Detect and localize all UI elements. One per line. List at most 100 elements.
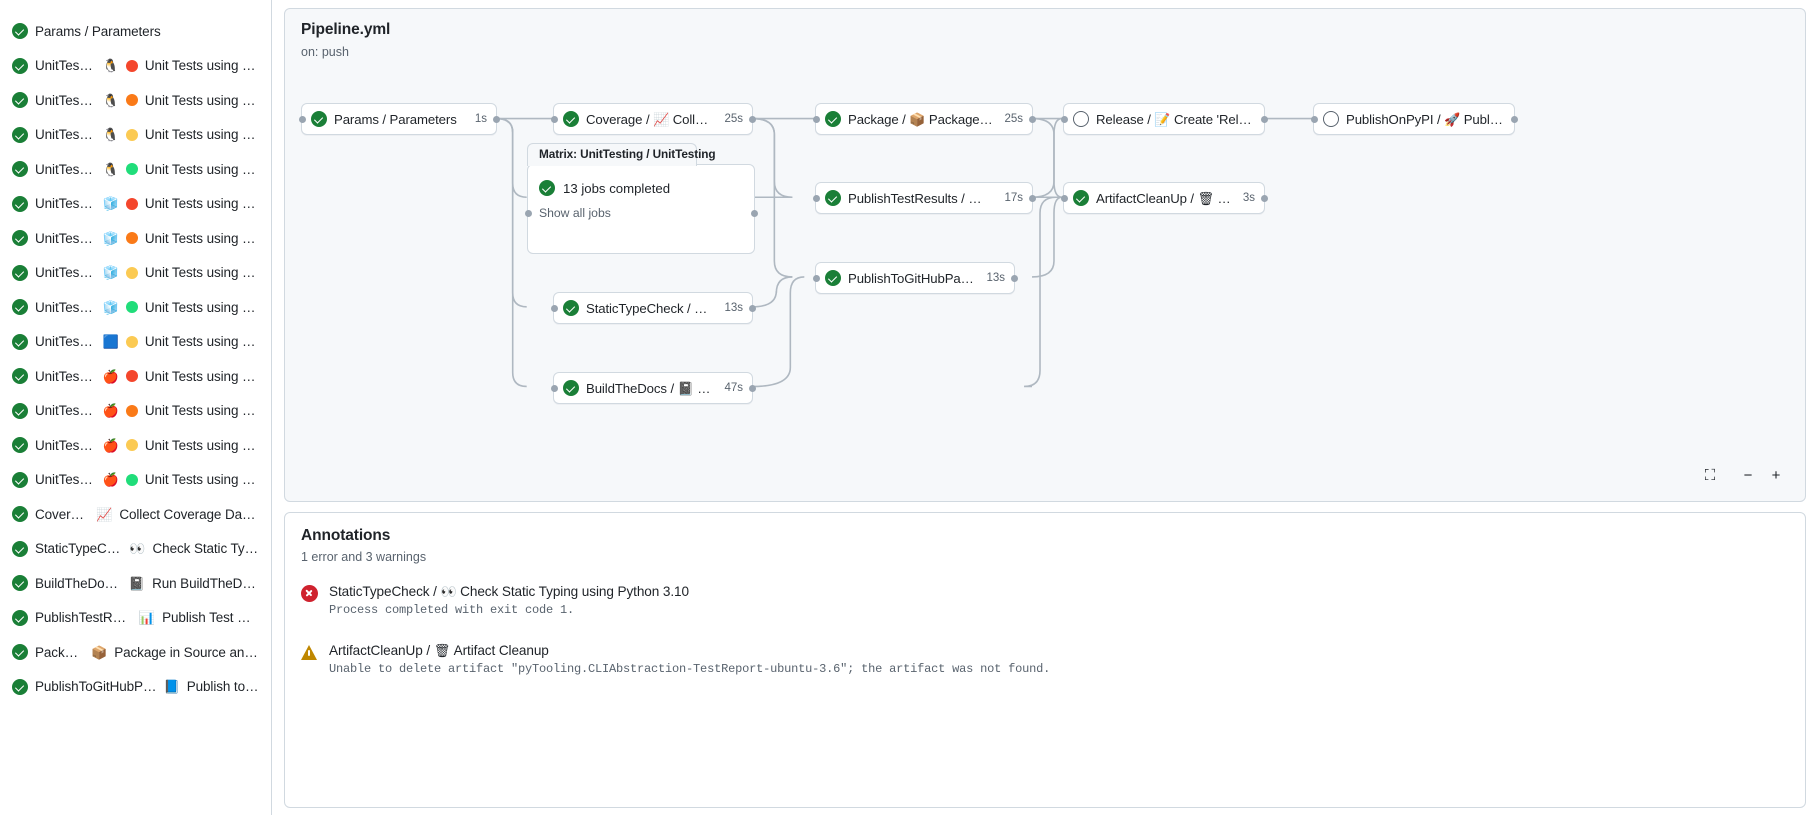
graph-node-statictype[interactable]: StaticTypeCheck / 👀 Chec…13s bbox=[553, 292, 753, 324]
show-all-jobs-link[interactable]: Show all jobs bbox=[539, 206, 670, 220]
graph-node-params[interactable]: Params / Parameters1s bbox=[301, 103, 497, 135]
job-emoji-icon: 📈 bbox=[96, 508, 112, 521]
job-emoji-icon: 📦 bbox=[91, 646, 107, 659]
job-emoji-icon: 🧊 bbox=[103, 197, 119, 210]
graph-node-duration: 13s bbox=[986, 272, 1005, 284]
graph-node-ghpages[interactable]: PublishToGitHubPages / 📘 …13s bbox=[815, 262, 1015, 294]
jobs-sidebar: Params / ParametersUnitTesting / 🐧Unit T… bbox=[0, 0, 272, 815]
zoom-in-button[interactable]: + bbox=[1763, 463, 1789, 487]
node-port-right bbox=[1261, 195, 1268, 202]
node-port-right bbox=[1029, 195, 1036, 202]
sidebar-job-step-label: Package in Source and Wh… bbox=[114, 645, 259, 660]
job-emoji-icon: 🍎 bbox=[103, 370, 119, 383]
workflow-graph-card: Pipeline.yml on: push bbox=[284, 8, 1806, 502]
sidebar-job-item[interactable]: StaticTypeCheck / 👀Check Static Typing… bbox=[4, 532, 267, 567]
job-emoji-icon: 📓 bbox=[129, 577, 145, 590]
success-icon bbox=[12, 23, 28, 39]
job-emoji-icon: 🚀 bbox=[1444, 112, 1464, 127]
python-version-dot-icon bbox=[126, 474, 138, 486]
node-port-right bbox=[1029, 116, 1036, 123]
sidebar-job-item[interactable]: UnitTesting / 🐧Unit Tests using Pyth… bbox=[4, 83, 267, 118]
matrix-port-right bbox=[751, 210, 758, 217]
node-port-left bbox=[1061, 116, 1068, 123]
job-emoji-icon: 🍎 bbox=[103, 473, 119, 486]
sidebar-job-label: UnitTesting / bbox=[35, 162, 96, 177]
fit-to-screen-button[interactable]: ⛶ bbox=[1697, 463, 1723, 487]
graph-node-step-label: Publish to … bbox=[1464, 112, 1505, 127]
graph-node-step-label: Package in So… bbox=[929, 112, 994, 127]
success-icon bbox=[563, 111, 579, 127]
node-port-right bbox=[749, 305, 756, 312]
graph-node-package[interactable]: Package / 📦 Package in So…25s bbox=[815, 103, 1033, 135]
annotation-row[interactable]: ArtifactCleanUp / 🗑 Artifact CleanupUnab… bbox=[301, 643, 1789, 676]
matrix-jobs-row[interactable]: 13 jobs completed bbox=[539, 180, 670, 196]
graph-node-testresults[interactable]: PublishTestResults / 📊 Pu…17s bbox=[815, 182, 1033, 214]
success-icon bbox=[12, 92, 28, 108]
sidebar-job-item[interactable]: UnitTesting / 🐧Unit Tests using Pyth… bbox=[4, 49, 267, 84]
graph-node-coverage[interactable]: Coverage / 📈 Collect Cove…25s bbox=[553, 103, 753, 135]
graph-node-builddocs[interactable]: BuildTheDocs / 📓 Run Buil…47s bbox=[553, 372, 753, 404]
annotation-row[interactable]: StaticTypeCheck / 👀 Check Static Typing … bbox=[301, 584, 1789, 617]
graph-node-duration: 3s bbox=[1243, 192, 1255, 204]
graph-node-cleanup[interactable]: ArtifactCleanUp / 🗑 Artifac…3s bbox=[1063, 182, 1265, 214]
warning-icon bbox=[301, 644, 318, 661]
job-emoji-icon: 📘 bbox=[164, 680, 180, 693]
job-emoji-icon: 🧊 bbox=[103, 266, 119, 279]
sidebar-job-item[interactable]: UnitTesting / 🟦Unit Tests using Pyth… bbox=[4, 325, 267, 360]
python-version-dot-icon bbox=[126, 198, 138, 210]
python-version-dot-icon bbox=[126, 301, 138, 313]
sidebar-job-label: UnitTesting / bbox=[35, 472, 96, 487]
sidebar-job-item[interactable]: PublishToGitHubPages / 📘Publish to G… bbox=[4, 670, 267, 705]
sidebar-job-item[interactable]: Package / 📦Package in Source and Wh… bbox=[4, 635, 267, 670]
graph-node-release[interactable]: Release / 📝 Create 'Release P… bbox=[1063, 103, 1265, 135]
node-port-left bbox=[551, 305, 558, 312]
sidebar-job-item[interactable]: UnitTesting / 🧊Unit Tests using Pyth… bbox=[4, 187, 267, 222]
graph-node-duration: 25s bbox=[724, 113, 743, 125]
sidebar-job-item[interactable]: PublishTestResults / 📊Publish Test Resu… bbox=[4, 601, 267, 636]
sidebar-job-step-label: Publish Test Resu… bbox=[162, 610, 259, 625]
success-icon bbox=[12, 334, 28, 350]
success-icon bbox=[539, 180, 555, 196]
success-icon bbox=[12, 575, 28, 591]
success-icon bbox=[12, 58, 28, 74]
sidebar-job-item[interactable]: UnitTesting / 🍎Unit Tests using Pyth… bbox=[4, 359, 267, 394]
sidebar-job-item[interactable]: UnitTesting / 🐧Unit Tests using Pyth… bbox=[4, 152, 267, 187]
sidebar-job-step-label: Unit Tests using Pyth… bbox=[145, 334, 259, 349]
python-version-dot-icon bbox=[126, 163, 138, 175]
sidebar-job-label: UnitTesting / bbox=[35, 300, 96, 315]
node-port-right bbox=[493, 116, 500, 123]
sidebar-job-item[interactable]: UnitTesting / 🧊Unit Tests using Pyth… bbox=[4, 256, 267, 291]
matrix-group-title: Matrix: UnitTesting / UnitTesting bbox=[539, 147, 716, 161]
node-port-right bbox=[1011, 275, 1018, 282]
node-port-left bbox=[813, 195, 820, 202]
success-icon bbox=[12, 161, 28, 177]
sidebar-job-item[interactable]: Coverage / 📈Collect Coverage Data usi… bbox=[4, 497, 267, 532]
annotation-body: StaticTypeCheck / 👀 Check Static Typing … bbox=[329, 584, 689, 617]
sidebar-job-item[interactable]: UnitTesting / 🍎Unit Tests using Pyth… bbox=[4, 428, 267, 463]
job-emoji-icon: 🗑 bbox=[1198, 191, 1231, 206]
sidebar-job-item[interactable]: UnitTesting / 🍎Unit Tests using Pyth… bbox=[4, 463, 267, 498]
sidebar-job-item[interactable]: UnitTesting / 🐧Unit Tests using Pyth… bbox=[4, 118, 267, 153]
annotation-step-name: Check Static Typing using Python 3.10 bbox=[460, 584, 689, 599]
graph-edges bbox=[285, 9, 1805, 501]
zoom-out-button[interactable]: − bbox=[1735, 463, 1761, 487]
job-emoji-icon: 🍎 bbox=[103, 404, 119, 417]
graph-node-label: PublishTestResults / 📊 Pu… bbox=[848, 191, 993, 206]
graph-node-duration: 13s bbox=[724, 302, 743, 314]
sidebar-job-item[interactable]: UnitTesting / 🧊Unit Tests using Pyth… bbox=[4, 290, 267, 325]
job-emoji-icon: 🟦 bbox=[103, 335, 119, 348]
sidebar-job-item[interactable]: BuildTheDocs / 📓Run BuildTheDocs bbox=[4, 566, 267, 601]
success-icon bbox=[12, 403, 28, 419]
job-emoji-icon: 📊 bbox=[139, 611, 155, 624]
matrix-group-unittesting[interactable]: Matrix: UnitTesting / UnitTesting 13 job… bbox=[527, 164, 755, 254]
sidebar-job-item[interactable]: UnitTesting / 🍎Unit Tests using Pyth… bbox=[4, 394, 267, 429]
graph-node-pypi[interactable]: PublishOnPyPI / 🚀 Publish to … bbox=[1313, 103, 1515, 135]
sidebar-job-label: Coverage / bbox=[35, 507, 89, 522]
graph-canvas[interactable]: Matrix: UnitTesting / UnitTesting 13 job… bbox=[285, 9, 1805, 501]
annotation-job-label: ArtifactCleanUp / bbox=[329, 643, 434, 658]
sidebar-job-item[interactable]: Params / Parameters bbox=[4, 14, 267, 49]
sidebar-job-label: UnitTesting / bbox=[35, 93, 96, 108]
sidebar-job-item[interactable]: UnitTesting / 🧊Unit Tests using Pyth… bbox=[4, 221, 267, 256]
node-port-left bbox=[551, 385, 558, 392]
success-icon bbox=[563, 380, 579, 396]
